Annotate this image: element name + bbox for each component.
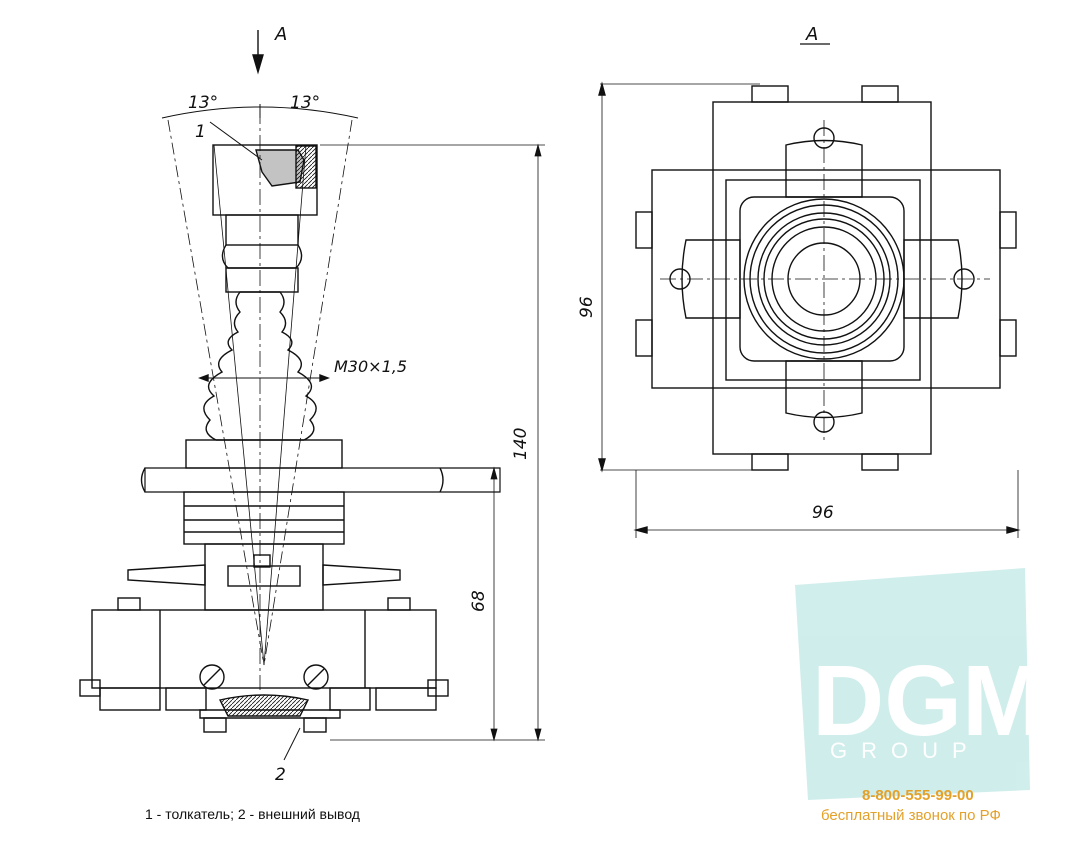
legend-caption: 1 - толкатель; 2 - внешний вывод	[145, 806, 360, 822]
dim-height-lower: 68	[469, 590, 489, 612]
thread-label: М30×1,5	[334, 357, 407, 376]
phone-number[interactable]: 8-800-555-99-00	[862, 787, 974, 804]
free-call-note: бесплатный звонок по РФ	[821, 807, 1001, 824]
dim-side-horizontal: 96	[812, 503, 834, 523]
dgm-logo-watermark: DGM GROUP	[795, 568, 1045, 800]
top-view-a	[598, 43, 1021, 538]
dim-height-total: 140	[511, 428, 531, 460]
view-marker-left: А	[274, 24, 287, 45]
callout-2: 2	[275, 765, 286, 785]
angle-left-label: 13°	[188, 93, 218, 113]
logo-subtext: GROUP	[830, 738, 981, 763]
angle-right-label: 13°	[290, 93, 320, 113]
side-view	[79, 30, 501, 761]
view-marker-right: А	[805, 24, 818, 45]
dim-side-vertical: 96	[577, 296, 597, 318]
dimension-lines	[320, 143, 545, 742]
logo-text: DGM	[812, 645, 1045, 757]
callout-1: 1	[195, 122, 206, 142]
